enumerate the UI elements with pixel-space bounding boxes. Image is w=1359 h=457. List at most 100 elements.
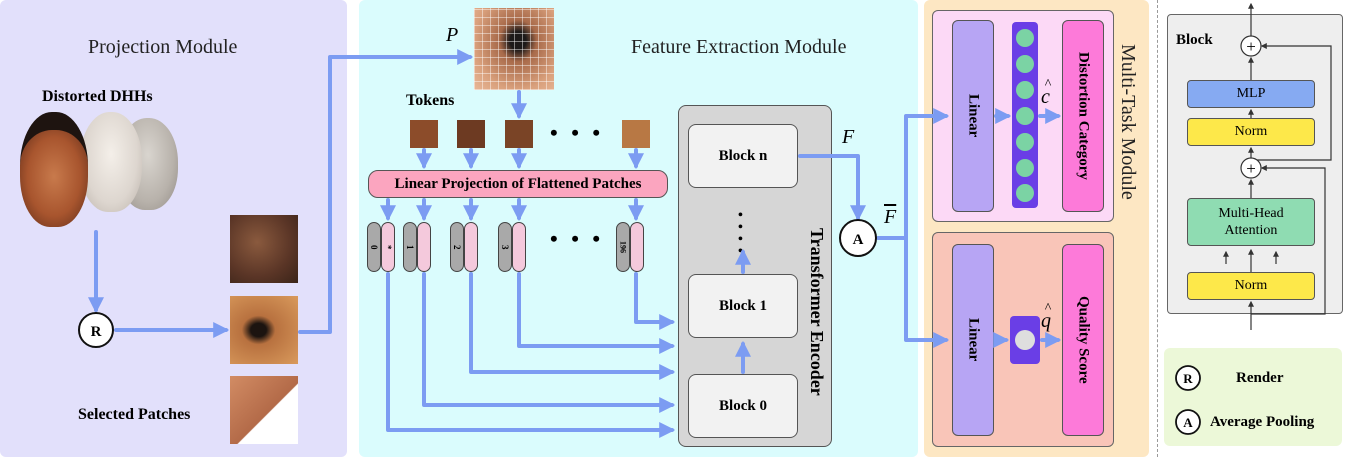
norm-top-box: Norm xyxy=(1187,118,1315,146)
arrow-pool-to-bottom-head xyxy=(904,236,950,348)
quality-score-box: Quality Score xyxy=(1062,244,1104,436)
class-node xyxy=(1016,55,1034,73)
block-residual-2 xyxy=(1251,43,1332,161)
f-label: F xyxy=(842,126,855,148)
linear-bottom-label: Linear xyxy=(965,318,982,362)
block-0: Block 0 xyxy=(688,374,798,438)
linear-projection-bar: Linear Projection of Flattened Patches xyxy=(368,170,668,198)
class-node xyxy=(1016,29,1034,47)
render-node-symbol: R xyxy=(91,324,102,340)
patch-embedding-1 xyxy=(417,222,431,272)
multi-task-title: Multi-Task Module xyxy=(1117,44,1139,200)
token-patch-1 xyxy=(410,120,438,148)
render-node xyxy=(78,312,114,348)
class-node xyxy=(1016,81,1034,99)
average-pooling-symbol: A xyxy=(853,232,864,248)
mlp-box: MLP xyxy=(1187,80,1315,108)
embedding-pair-0: 0 * xyxy=(367,222,397,272)
section-divider xyxy=(1157,0,1158,457)
token-ellipsis: • • • xyxy=(550,120,605,145)
p-label: P xyxy=(446,24,459,46)
patch-embedding-0: * xyxy=(381,222,395,272)
class-node xyxy=(1016,184,1034,202)
projection-module-title: Projection Module xyxy=(88,36,238,58)
score-node xyxy=(1015,330,1035,350)
selected-patches-label: Selected Patches xyxy=(78,406,191,423)
legend-render-node xyxy=(1175,365,1201,391)
token-patch-2 xyxy=(457,120,485,148)
class-node xyxy=(1016,133,1034,151)
block-residual-1 xyxy=(1251,165,1326,315)
c-hat-mark: ^ xyxy=(1045,77,1052,92)
f-bar-label: F xyxy=(884,206,897,228)
embedding-pair-1: 1 xyxy=(403,222,433,272)
legend-average-pooling-symbol: A xyxy=(1183,415,1193,430)
face-image-1 xyxy=(20,112,88,227)
mha-label: Multi-Head Attention xyxy=(1218,206,1284,238)
q-hat-label: q xyxy=(1041,310,1051,332)
linear-layer-top: Linear xyxy=(952,20,994,212)
tokens-label: Tokens xyxy=(406,92,455,109)
block-plus-bottom-symbol: + xyxy=(1246,159,1256,178)
arrow-blockn-to-pool xyxy=(798,154,866,222)
face-image-2 xyxy=(80,112,142,212)
block-detail-title: Block xyxy=(1176,32,1213,48)
token-index-1: 1 xyxy=(405,244,415,250)
embedding-pair-3: 3 xyxy=(498,222,528,272)
c-hat-label: c xyxy=(1041,86,1050,108)
arrow-emb3-to-block xyxy=(517,272,676,354)
legend-render-label: Render xyxy=(1236,370,1284,386)
class-node xyxy=(1016,159,1034,177)
arrow-emb0-to-block xyxy=(386,272,676,438)
norm-bottom-box: Norm xyxy=(1187,272,1315,300)
position-embedding-0: 0 xyxy=(367,222,381,272)
arrow-patches-to-grid xyxy=(298,49,474,334)
position-embedding-2: 2 xyxy=(450,222,464,272)
block-plus-bottom xyxy=(1240,157,1262,179)
arrow-emb196-to-block xyxy=(634,272,676,330)
distorted-dhhs-label: Distorted DHHs xyxy=(42,88,153,105)
block-n: Block n xyxy=(688,124,798,188)
patch-embedding-3 xyxy=(512,222,526,272)
selected-patch-1 xyxy=(230,215,298,283)
arrow-emb2-to-block xyxy=(469,272,676,380)
selected-patch-2 xyxy=(230,296,298,364)
token-patch-3 xyxy=(505,120,533,148)
arrow-emb1-to-block xyxy=(422,272,676,413)
mha-box: Multi-Head Attention xyxy=(1187,198,1315,246)
block-1: Block 1 xyxy=(688,274,798,338)
token-index-2: 2 xyxy=(452,244,462,250)
legend-avg-pooling-label: Average Pooling xyxy=(1210,414,1315,430)
feature-extraction-title: Feature Extraction Module xyxy=(631,36,847,58)
legend-render-symbol: R xyxy=(1183,371,1193,386)
cls-token-mark: * xyxy=(383,244,393,250)
block-plus-top-symbol: + xyxy=(1246,37,1256,56)
embedding-pair-2: 2 xyxy=(450,222,480,272)
linear-layer-bottom: Linear xyxy=(952,244,994,436)
token-patch-4 xyxy=(622,120,650,148)
token-index-196: 196 xyxy=(618,241,628,253)
patch-embedding-2 xyxy=(464,222,478,272)
average-pooling-node xyxy=(839,219,877,257)
arrow-pool-to-top-head xyxy=(904,108,950,240)
embedding-ellipsis: • • • xyxy=(550,226,605,251)
embedding-pair-196: 196 xyxy=(616,222,646,272)
position-embedding-1: 1 xyxy=(403,222,417,272)
block-plus-top xyxy=(1240,35,1262,57)
token-index-0: 0 xyxy=(369,244,379,250)
class-nodes xyxy=(1016,29,1034,202)
q-hat-mark: ^ xyxy=(1045,301,1052,316)
token-index-3: 3 xyxy=(500,244,510,250)
quality-score-label: Quality Score xyxy=(1075,296,1092,384)
selected-patch-3 xyxy=(230,376,298,444)
position-embedding-3: 3 xyxy=(498,222,512,272)
patch-grid-image xyxy=(474,8,554,90)
class-node xyxy=(1016,107,1034,125)
position-embedding-196: 196 xyxy=(616,222,630,272)
transformer-encoder-label: Transformer Encoder xyxy=(807,228,827,396)
linear-top-label: Linear xyxy=(965,94,982,138)
distortion-category-label: Distortion Category xyxy=(1075,52,1092,180)
patch-embedding-196 xyxy=(630,222,644,272)
legend-average-pooling-node xyxy=(1175,409,1201,435)
